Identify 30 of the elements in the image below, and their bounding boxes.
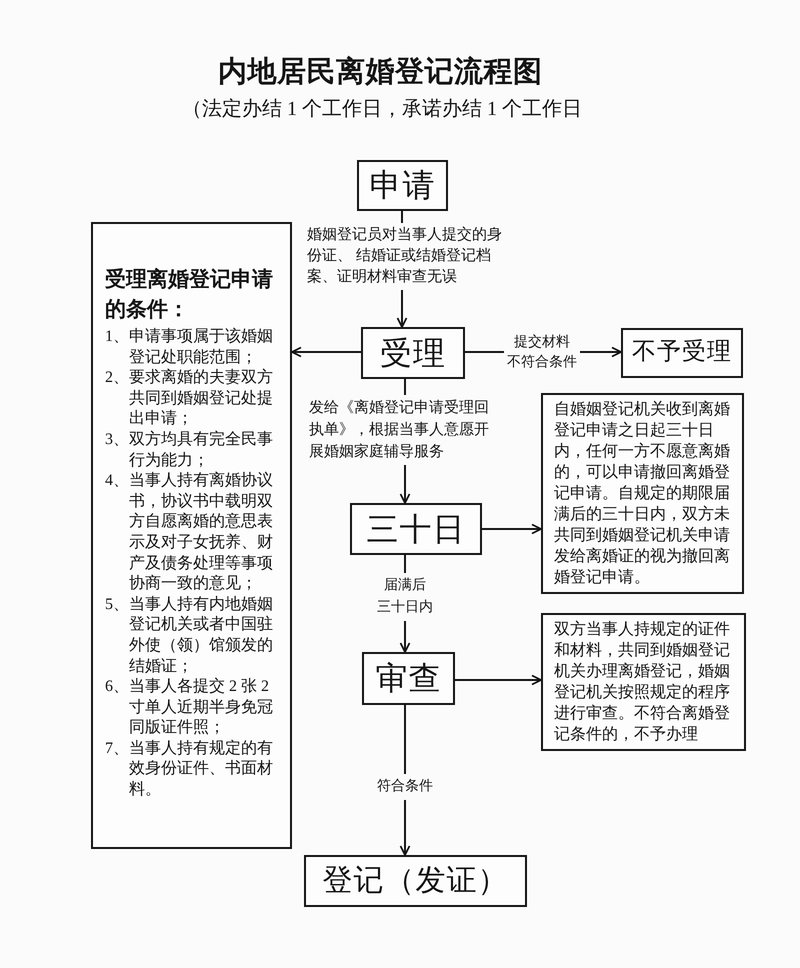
process-box (621, 328, 743, 378)
process-box (304, 855, 527, 907)
list-item: 5、当事人持有内地婚姻登记机关或者中国驻外使（领）馆颁发的结婚证； (105, 594, 274, 676)
note-text: 双方当事人持规定的证件和材料，共同到婚姻登记机关办理离婚登记，婚姻登记机关按照规定的程序进行审查。不符合离婚登记条件的，不予办理 (554, 620, 731, 745)
step-label: 审查 (376, 660, 442, 697)
note-text: 自婚姻登记机关收到离婚登记申请之日起三十日内，任何一方不愿意离婚的，可以申请撤回离婚登记申请。自规定的期限届满后的三十日内，双方未共同到婚姻登记机关申请发给离婚证的视为撤回离婚登记申请。 (554, 400, 731, 588)
conditions-panel (91, 222, 292, 849)
list-item: 4、当事人持有离婚协议书，协议书中载明双方自愿离婚的意思表示及对子女抚养、财产及债务处理等事项协商一致的意见； (105, 471, 274, 594)
step-label: 登记（发证） (322, 864, 508, 898)
subtitle: （法定办结 1 个工作日，承诺办结 1 个工作日 (182, 97, 582, 122)
step-label: 三十日 (366, 510, 466, 548)
step-label: 受理 (380, 334, 446, 372)
diagram-title: 内地居民离婚登记流程图 (218, 54, 542, 90)
arrow (291, 346, 361, 358)
note-box (541, 393, 744, 594)
step-label: 申请 (370, 167, 436, 204)
list-item: 3、双方均具有完全民事行为能力； (105, 430, 274, 471)
arrow (482, 524, 542, 534)
process-box (357, 160, 448, 211)
step-label: 不予受理 (632, 339, 732, 367)
process-box (350, 503, 482, 555)
list-item: 7、当事人持有规定的有效身份证件、书面材料。 (105, 738, 274, 800)
list-item: 1、申请事项属于该婚姻登记处职能范围； (105, 327, 274, 368)
panel-heading: 受理离婚登记申请的条件： (105, 266, 274, 323)
process-box (362, 652, 455, 705)
arrow (455, 674, 542, 686)
list-item: 6、当事人各提交 2 张 2 寸单人近期半身免冠同版证件照； (105, 677, 274, 738)
list-item: 2、要求离婚的夫妻双方共同到婚姻登记处提出申请； (105, 368, 274, 430)
note-box (541, 613, 746, 751)
process-box (361, 327, 465, 379)
